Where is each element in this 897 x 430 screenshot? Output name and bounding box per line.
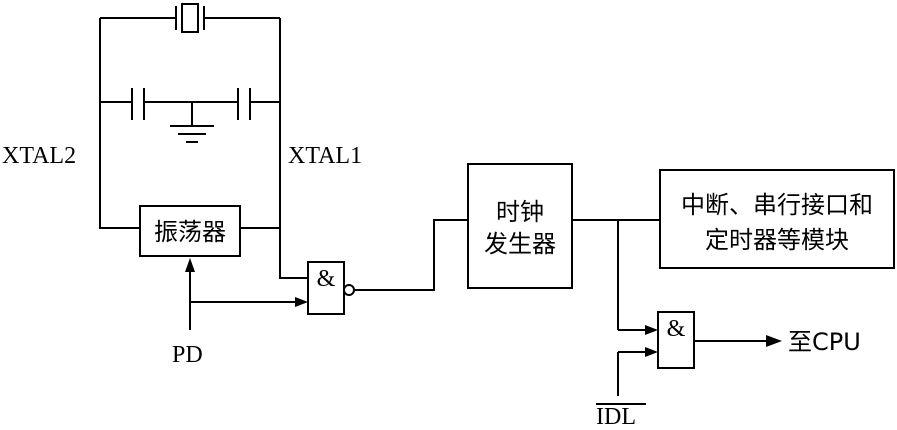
crystal-symbol xyxy=(175,3,205,33)
crystal-loop-wires xyxy=(99,17,308,279)
modules-label-line1: 中断、串行接口和 xyxy=(681,191,873,219)
oscillator-block xyxy=(139,205,241,257)
idl-label: IDL xyxy=(596,404,636,430)
xtal1-label: XTAL1 xyxy=(288,143,362,169)
pd-wires xyxy=(185,258,308,330)
oscillator-label: 振荡器 xyxy=(154,218,226,246)
clock-to-gate2-wires xyxy=(617,220,658,335)
pd-label: PD xyxy=(172,342,203,368)
gate2-output-wire xyxy=(694,335,782,347)
and-gate-2-symbol: & xyxy=(667,316,686,342)
ground-icon xyxy=(170,102,214,143)
clock-generator-block xyxy=(467,163,573,289)
and-gate-1 xyxy=(307,261,345,315)
modules-block xyxy=(659,169,895,269)
to-cpu-label: 至CPU xyxy=(788,328,861,356)
capacitor-network xyxy=(100,88,280,120)
inverter-bubble xyxy=(343,284,355,296)
clock-generator-label-line1: 时钟 xyxy=(496,198,544,226)
clock-generator-label-line2: 发生器 xyxy=(484,230,556,258)
gate1-to-clock-wire xyxy=(354,219,468,291)
and-gate-1-symbol: & xyxy=(317,266,336,292)
idl-wires xyxy=(617,347,658,396)
xtal2-label: XTAL2 xyxy=(2,143,76,169)
and-gate-2 xyxy=(657,311,695,369)
modules-label-line2: 定时器等模块 xyxy=(705,226,849,254)
